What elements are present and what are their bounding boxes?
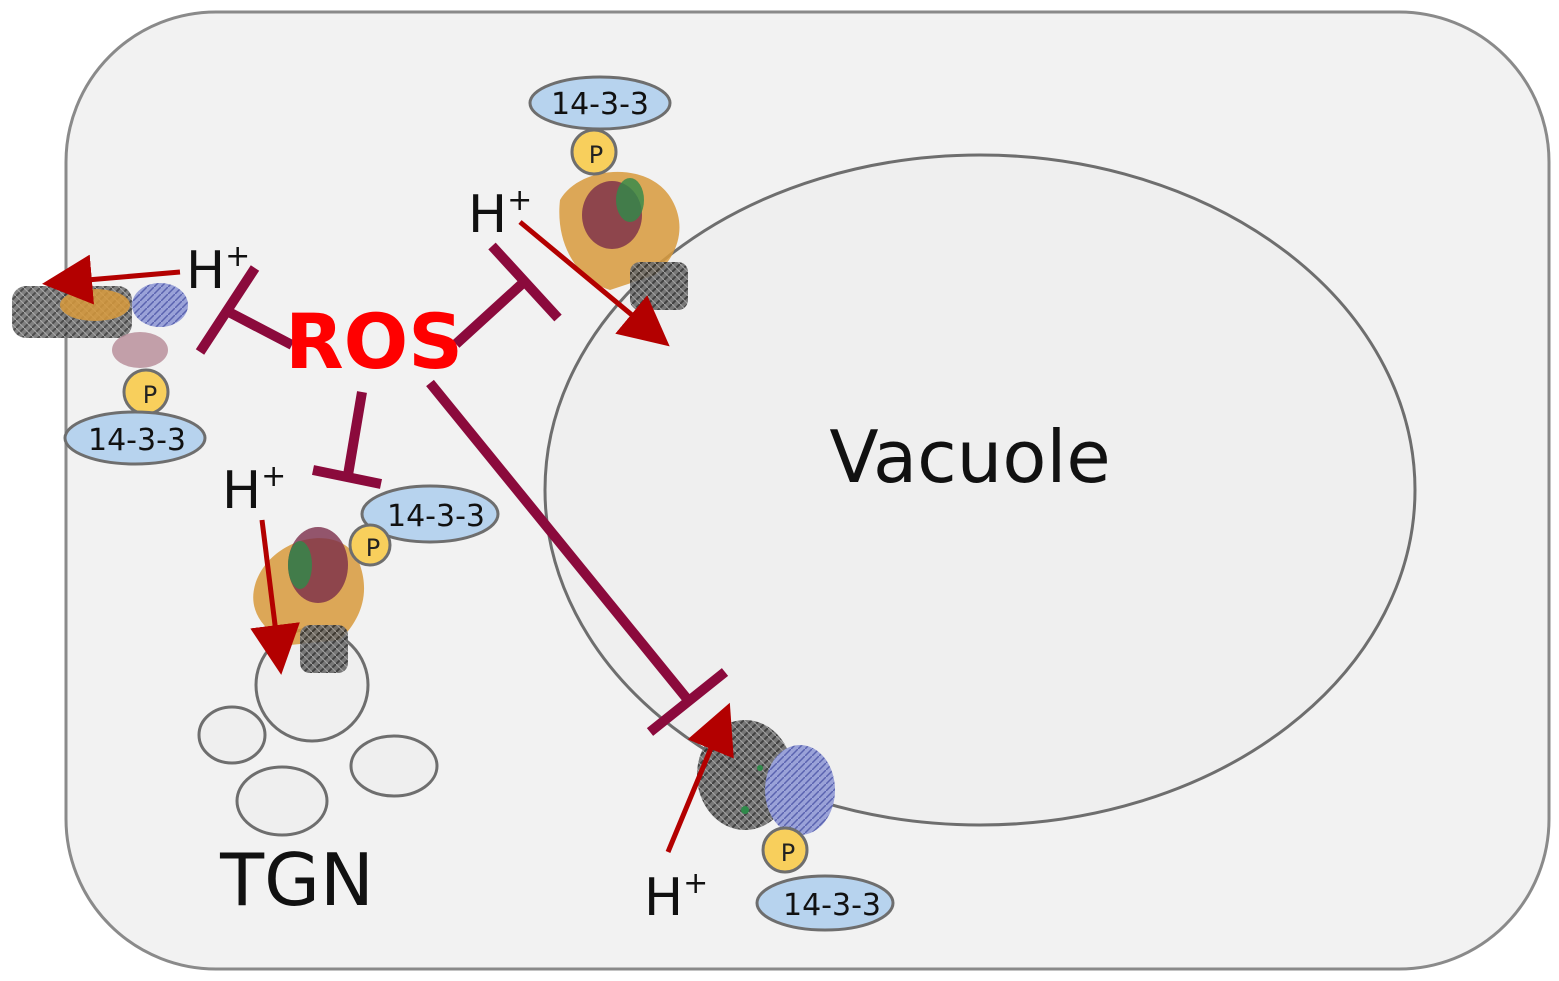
regulator-label: 14-3-3 [551, 87, 649, 122]
regulator-bottom: P 14-3-3 [755, 826, 895, 932]
regulator-14-3-3 [360, 484, 500, 544]
tgn-vesicle-small [349, 734, 439, 798]
proton-arrows [42, 220, 734, 853]
regulator-label: 14-3-3 [783, 888, 881, 923]
vacuole [543, 153, 1417, 827]
phospho-label: P [781, 839, 795, 867]
proton-arrow-plasma-membrane [42, 254, 181, 305]
tgn-vesicle-small [197, 705, 267, 765]
regulator-14-3-3 [63, 410, 207, 466]
phospho-label: P [143, 381, 157, 409]
phospho-site [570, 128, 618, 176]
proton-arrow-tgn [250, 519, 300, 675]
regulator-label: 14-3-3 [387, 499, 485, 534]
proton-label-tgn: H+ [222, 459, 286, 521]
phospho-label: P [366, 534, 380, 562]
proton-arrow-tonoplast [518, 220, 670, 347]
ros-inhibition-lines [195, 242, 729, 736]
inhibition-tgn [311, 391, 383, 489]
phospho-site [761, 826, 809, 874]
tgn-label: TGN [219, 838, 374, 922]
regulator-left: P 14-3-3 [63, 368, 207, 466]
tgn-vesicle-small [235, 765, 329, 837]
proton-label-tonoplast: H+ [468, 183, 532, 245]
inhibition-vacuole-lower [426, 379, 729, 736]
ros-label: ROS [285, 297, 463, 386]
vacuole-label: Vacuole [829, 415, 1110, 499]
inhibition-tonoplast [452, 242, 562, 348]
regulator-label: 14-3-3 [88, 423, 186, 458]
proton-label-vacuole-lower: H+ [644, 866, 708, 928]
regulator-tgn: 14-3-3 P [348, 484, 500, 567]
regulator-14-3-3 [755, 874, 895, 932]
regulator-14-3-3 [528, 75, 672, 131]
phospho-site [348, 523, 392, 567]
pump-structure-tgn [253, 527, 365, 673]
proton-label-plasma-membrane: H+ [186, 239, 250, 301]
pump-structure-tonoplast [559, 171, 688, 310]
inhibition-plasma-membrane [195, 265, 295, 355]
phospho-label: P [589, 141, 603, 169]
regulator-top: 14-3-3 P [528, 75, 672, 176]
proton-arrow-vacuole-lower [665, 702, 734, 853]
